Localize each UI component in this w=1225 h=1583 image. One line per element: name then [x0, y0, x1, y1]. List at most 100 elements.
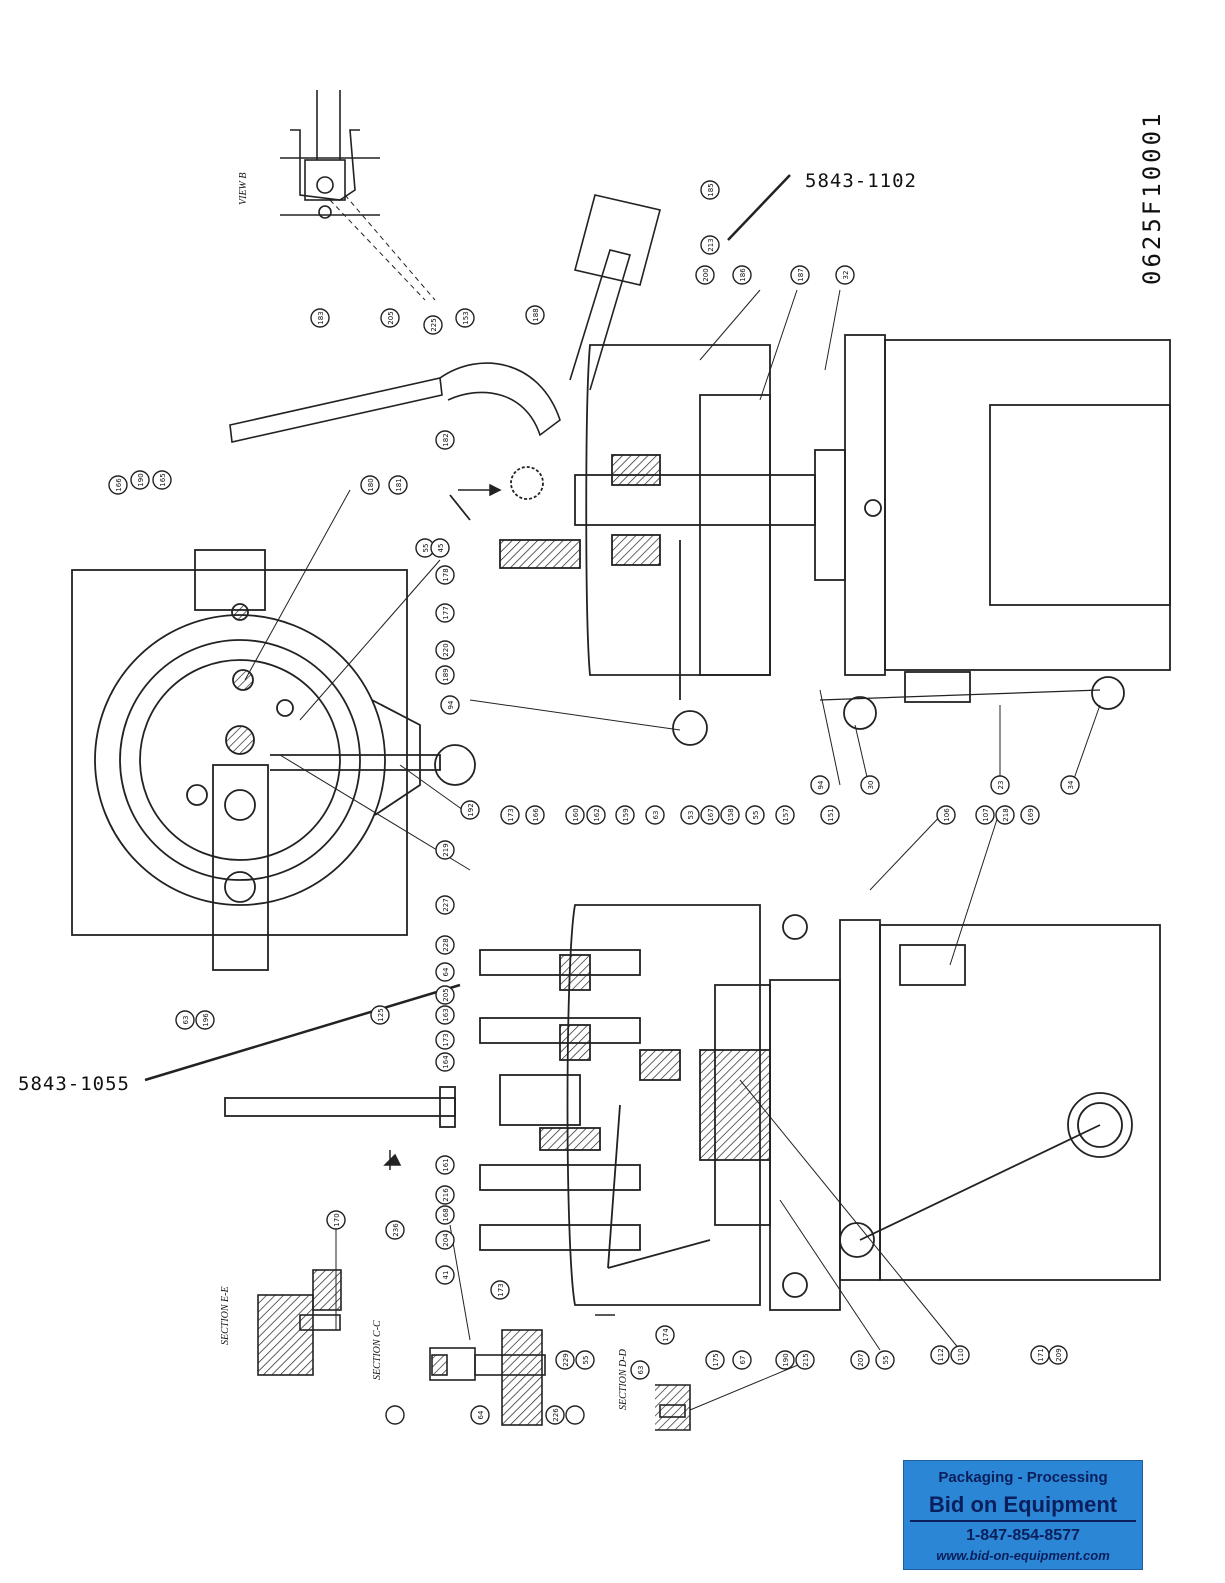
part-balloon-label: 177 [442, 606, 450, 619]
part-balloon-label: 63 [637, 1366, 645, 1375]
part-balloon-label: 175 [712, 1353, 720, 1366]
part-balloons [108, 180, 1080, 1425]
part-balloon-label: 160 [572, 808, 580, 821]
handle-arm [229, 194, 661, 443]
part-balloon-label: 173 [497, 1283, 505, 1296]
part-balloon-label: 180 [367, 478, 375, 491]
part-balloon-label: 165 [159, 473, 167, 486]
part-balloon-label: 55 [422, 544, 430, 553]
part-balloon-label: 225 [430, 318, 438, 331]
leader-lines [144, 174, 1101, 1411]
part-balloon-label: 151 [827, 808, 835, 821]
ad-line-1: Packaging - Processing [938, 1469, 1108, 1486]
part-balloon-label: 173 [442, 1033, 450, 1046]
part-balloon-label: 107 [982, 808, 990, 821]
part-balloon-label: 110 [957, 1348, 965, 1361]
top-side-view [449, 334, 1171, 746]
part-balloon-label: 204 [442, 1233, 450, 1247]
section-c-c-label: SECTION C-C [372, 1320, 383, 1380]
part-balloon-label: 182 [442, 433, 450, 446]
part-balloon-label: 23 [997, 781, 1005, 790]
part-balloon-label: 94 [817, 780, 825, 789]
part-balloon-label: 187 [797, 268, 805, 281]
part-balloon-label: 215 [802, 1353, 810, 1366]
part-balloon-label: 55 [752, 811, 760, 820]
bottom-section-view [224, 904, 1161, 1311]
advertisement-banner[interactable]: Packaging - Processing Bid on Equipment … [903, 1460, 1143, 1570]
part-balloon-label: 213 [707, 238, 715, 251]
part-balloon-label: 205 [442, 988, 450, 1001]
part-balloon-label: 55 [882, 1356, 890, 1365]
part-balloon-label: 67 [739, 1356, 747, 1365]
part-balloon-label: 192 [467, 803, 475, 816]
ad-website[interactable]: www.bid-on-equipment.com [936, 1548, 1110, 1563]
part-balloon-label: 41 [442, 1271, 450, 1280]
part-balloon-label: 64 [477, 1410, 485, 1419]
part-balloon-label: 216 [442, 1188, 450, 1202]
reference-number-top: 5843-1102 [805, 170, 917, 192]
part-balloon-label: 162 [593, 808, 601, 821]
section-e-e-label: SECTION E-E [220, 1286, 231, 1345]
part-balloon-label: 53 [687, 811, 695, 820]
part-balloon-label: 196 [202, 1013, 210, 1027]
part-balloon-label: 45 [437, 544, 445, 553]
part-balloon-label: 228 [442, 938, 450, 951]
part-balloon-label: 63 [182, 1016, 190, 1025]
part-balloon-label: 55 [582, 1356, 590, 1365]
part-balloon-label: 158 [727, 808, 735, 821]
part-balloon-label: 170 [333, 1213, 341, 1226]
part-balloon-label: 205 [387, 311, 395, 324]
part-balloon-label: 125 [377, 1008, 385, 1021]
section-d-d-label: SECTION D-D [618, 1349, 629, 1410]
part-balloon-label: 190 [782, 1353, 790, 1366]
part-balloon-label: 94 [447, 700, 455, 709]
part-balloon-label: 112 [937, 1348, 945, 1361]
part-balloon-label: 32 [842, 271, 850, 280]
part-balloon-label: 189 [442, 668, 450, 681]
part-balloon-label: 34 [1067, 780, 1075, 789]
part-balloon-label: 185 [707, 183, 715, 196]
part-balloon-label: 30 [867, 781, 875, 790]
part-balloon-label: 166 [532, 808, 540, 822]
drawing-number: 0625F10001 [1138, 110, 1166, 286]
part-balloon-label: 181 [395, 478, 403, 491]
plan-view-circle [71, 549, 476, 971]
part-balloon-label: 229 [562, 1353, 570, 1366]
view-b-detail [280, 90, 436, 301]
part-balloon-label: 173 [507, 808, 515, 821]
part-balloon-label: 227 [442, 898, 450, 911]
part-balloon-label: 163 [442, 1008, 450, 1021]
part-balloon-label: 157 [782, 808, 790, 821]
part-balloon-label: 164 [442, 1055, 450, 1069]
reference-number-left: 5843-1055 [18, 1073, 130, 1095]
part-balloon-label: 186 [739, 268, 747, 282]
part-balloon-label: 64 [442, 967, 450, 976]
part-balloon-label: 168 [442, 1208, 450, 1221]
part-balloon-label: 226 [552, 1408, 560, 1422]
part-balloon-label: 169 [1027, 808, 1035, 821]
part-balloon-label: 174 [662, 1328, 670, 1342]
part-balloon-label: 220 [442, 643, 450, 656]
part-balloon-label: 63 [652, 811, 660, 820]
part-balloon-label: 209 [1055, 1348, 1063, 1361]
part-balloon-label: 219 [442, 843, 450, 856]
part-balloon-label: 236 [392, 1223, 400, 1237]
part-balloon-label: 188 [532, 308, 540, 321]
section-details [257, 1269, 691, 1431]
part-balloon-label: 218 [1002, 808, 1010, 821]
part-balloon-label: 153 [462, 311, 470, 324]
ad-line-2: Bid on Equipment [910, 1492, 1136, 1522]
part-balloon-label: 207 [857, 1353, 865, 1366]
part-balloon-label: 166 [115, 478, 123, 492]
part-balloon-label: 183 [317, 311, 325, 324]
part-balloon-label: 200 [702, 268, 710, 281]
part-balloon-label: 106 [943, 808, 951, 822]
part-balloon-label: 161 [442, 1158, 450, 1171]
part-balloon-label: 178 [442, 568, 450, 581]
ad-phone: 1-847-854-8577 [966, 1527, 1080, 1544]
view-b-label: VIEW B [238, 172, 249, 206]
part-balloon-labels: 185 213 200 186 187 32 188 153 225 205 183 182 180 18… [115, 183, 1075, 1421]
part-balloon-label: 159 [622, 808, 630, 821]
part-balloon-label: 167 [707, 808, 715, 821]
